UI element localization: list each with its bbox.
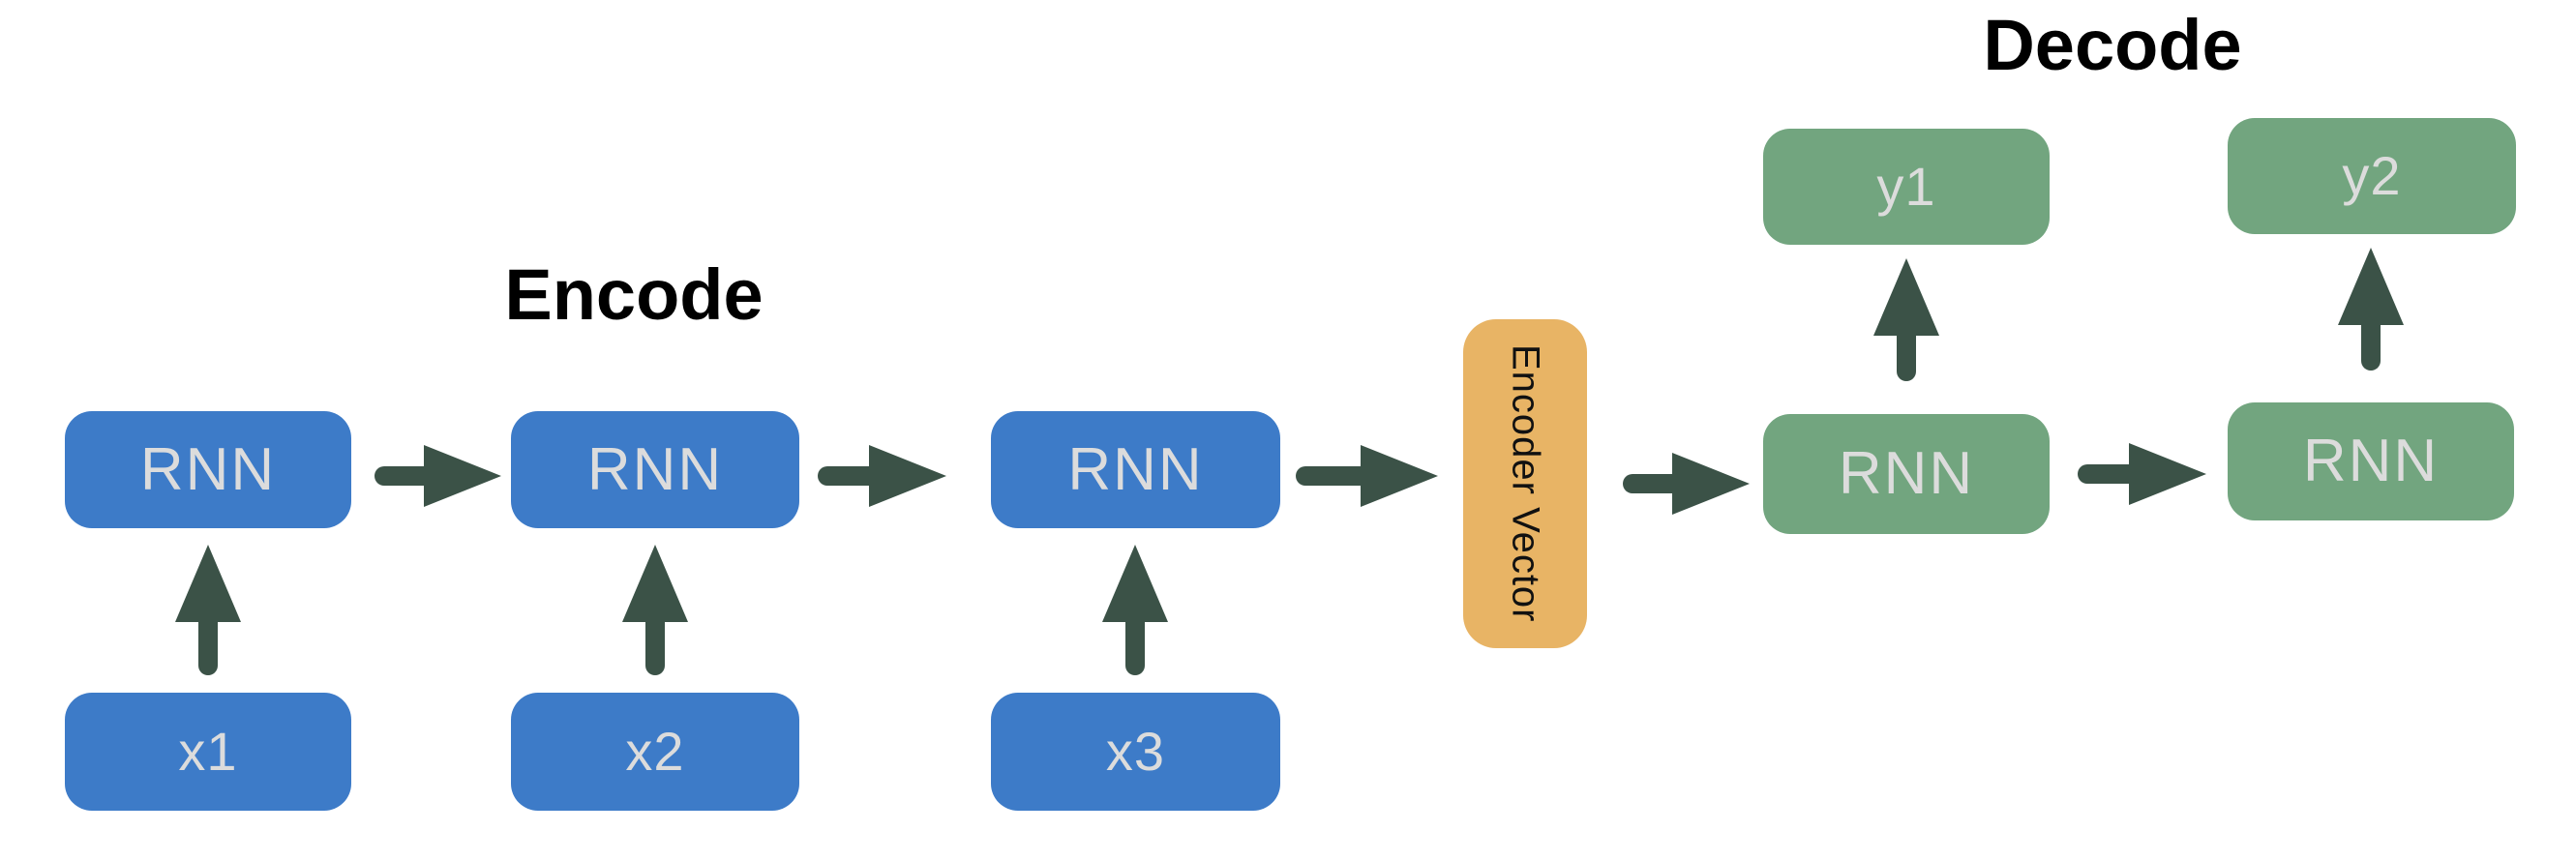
encoder-input-x2: x2 (511, 693, 799, 811)
arrow-rnn2-to-rnn3 (818, 445, 946, 507)
encoder-rnn-1: RNN (65, 411, 351, 528)
decoder-rnn-1-label: RNN (1838, 440, 1975, 507)
decode-title: Decode (1983, 5, 2242, 85)
decoder-output-y2: y2 (2228, 118, 2516, 234)
decoder-output-y1: y1 (1763, 129, 2050, 245)
arrow-rnn1-to-rnn2 (374, 445, 501, 507)
encoder-rnn-1-label: RNN (139, 435, 277, 503)
encoder-rnn-2: RNN (511, 411, 799, 528)
arrow-x2-to-rnn2 (622, 545, 688, 675)
encoder-vector-box: Encoder Vector (1463, 319, 1587, 648)
encoder-input-x3: x3 (991, 693, 1280, 811)
encoder-input-x1-label: x1 (178, 721, 238, 782)
encoder-rnn-2-label: RNN (586, 435, 724, 503)
arrow-encoder-vector-to-decoder-rnn1 (1623, 453, 1750, 515)
encoder-input-x2-label: x2 (625, 721, 685, 782)
decoder-output-y1-label: y1 (1876, 156, 1936, 217)
arrow-decoder-rnn1-to-y1 (1873, 258, 1939, 381)
arrow-x3-to-rnn3 (1102, 545, 1168, 675)
arrow-decoder-rnn1-to-decoder-rnn2 (2078, 443, 2206, 505)
encoder-vector-label: Encoder Vector (1504, 344, 1547, 623)
arrow-x1-to-rnn1 (175, 545, 241, 675)
decoder-rnn-2-label: RNN (2302, 428, 2440, 494)
encoder-input-x3-label: x3 (1105, 721, 1166, 782)
decoder-rnn-2: RNN (2228, 402, 2514, 520)
encoder-input-x1: x1 (65, 693, 351, 811)
encode-title: Encode (504, 254, 764, 335)
decoder-rnn-1: RNN (1763, 414, 2050, 534)
encoder-rnn-3-label: RNN (1067, 435, 1204, 503)
arrow-decoder-rnn2-to-y2 (2338, 248, 2404, 371)
decoder-output-y2-label: y2 (2342, 145, 2402, 206)
arrow-rnn3-to-encoder-vector (1296, 445, 1438, 507)
encoder-rnn-3: RNN (991, 411, 1280, 528)
